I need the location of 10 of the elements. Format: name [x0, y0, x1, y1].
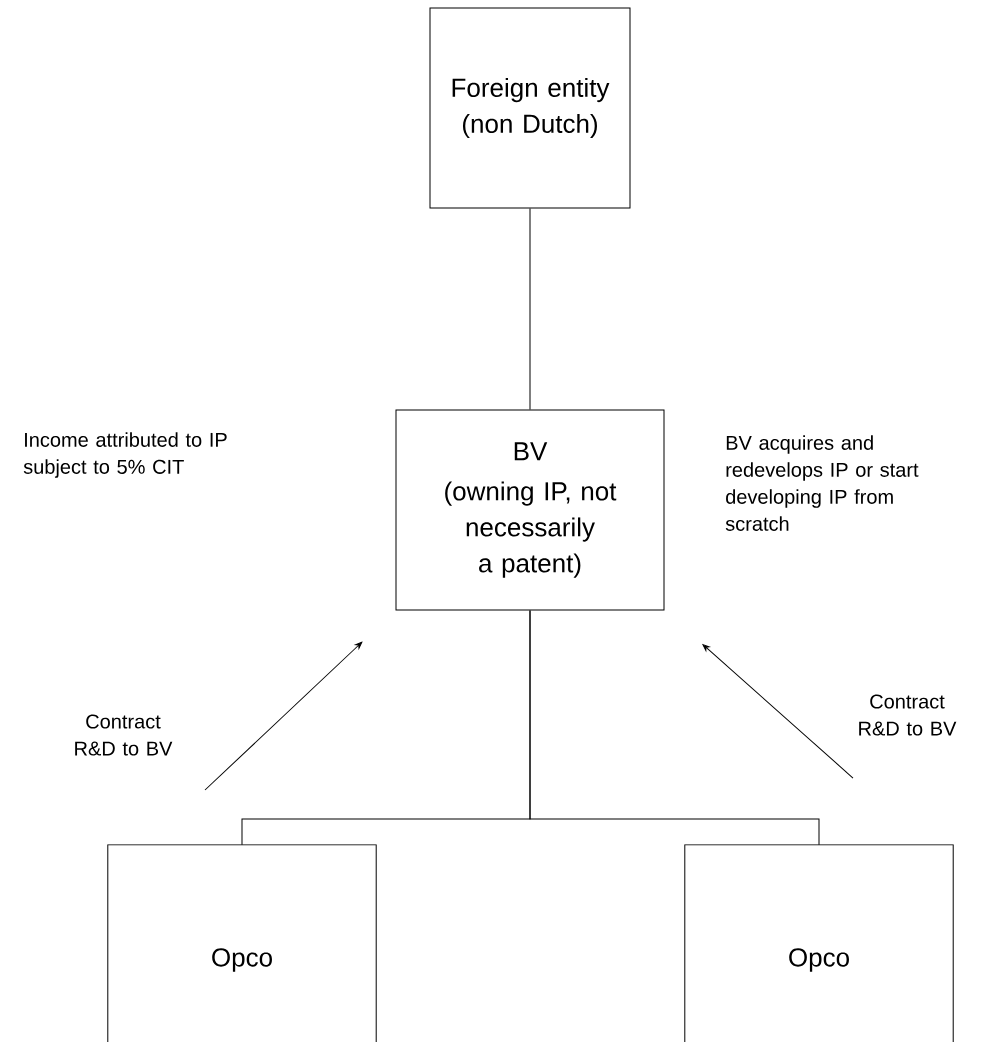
edge-label: Contract R&D to BV	[859, 694, 957, 736]
process-box: Foreign entity (non Dutch)	[429, 7, 631, 209]
note-text: BV acquires and redevelops IP or start developing IP from scratch	[725, 435, 919, 531]
arrow	[204, 641, 363, 791]
process-box: BV (owning IP, not necessarily a patent)	[395, 409, 665, 611]
arrow	[702, 644, 854, 779]
note-text: Income attributed to IP subject to 5% CIT	[23, 432, 227, 478]
process-box: Opco	[107, 844, 377, 1042]
edge-label: Contract R&D to BV	[75, 714, 173, 756]
process-box: Opco	[684, 844, 954, 1042]
